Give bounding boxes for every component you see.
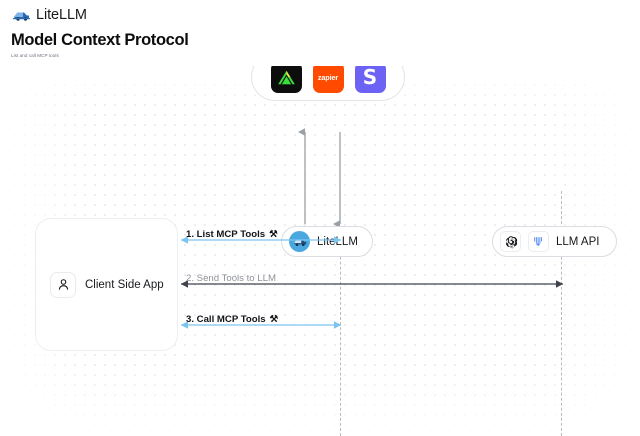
node-client-side-app[interactable]: Client Side App (35, 218, 178, 351)
tools-icon-1: ⚒ (269, 229, 278, 240)
page-subtitle: List and call MCP tools (11, 53, 59, 58)
node-llm-api[interactable]: LLM API (492, 226, 618, 257)
message-label-3-text: 3. Call MCP Tools (186, 314, 266, 325)
triangle-logo-icon[interactable] (270, 66, 302, 93)
user-icon (50, 271, 76, 298)
message-label-2-text: 2. Send Tools to LLM (186, 273, 276, 284)
openai-logo-icon (500, 231, 521, 252)
message-label-1: 1. List MCP Tools ⚒ (186, 229, 278, 240)
mcp-tools-group: zapier S (251, 66, 405, 101)
message-label-2: 2. Send Tools to LLM (186, 273, 276, 284)
zapier-logo-icon[interactable]: zapier (312, 66, 344, 93)
tools-icon-3: ⚒ (269, 314, 279, 325)
diagram-canvas: MCP Tools zapier S (0, 66, 640, 436)
node-llm-api-label: LLM API (556, 235, 600, 248)
message-label-3: 3. Call MCP Tools ⚒ (186, 314, 278, 325)
slack-s-letter: S (362, 66, 378, 89)
arrow-call-mcp-tools (180, 321, 342, 329)
mcp-litellm-arrows (297, 128, 341, 228)
anthropic-logo-icon (528, 231, 549, 252)
arrow-list-mcp-tools (180, 236, 342, 244)
lifeline-llm-api (561, 191, 562, 436)
page-title: Model Context Protocol (11, 31, 189, 49)
zapier-wordmark: zapier (317, 72, 339, 82)
litellm-logo-icon (13, 12, 30, 21)
lifeline-litellm (340, 191, 341, 436)
message-label-1-text: 1. List MCP Tools (186, 229, 266, 240)
app-header: LiteLLM (0, 0, 640, 30)
brand-name: LiteLLM (36, 7, 87, 23)
arrow-send-tools-to-llm (180, 280, 564, 288)
node-client-side-app-label: Client Side App (85, 278, 164, 291)
slack-s-logo-icon[interactable]: S (354, 66, 386, 93)
